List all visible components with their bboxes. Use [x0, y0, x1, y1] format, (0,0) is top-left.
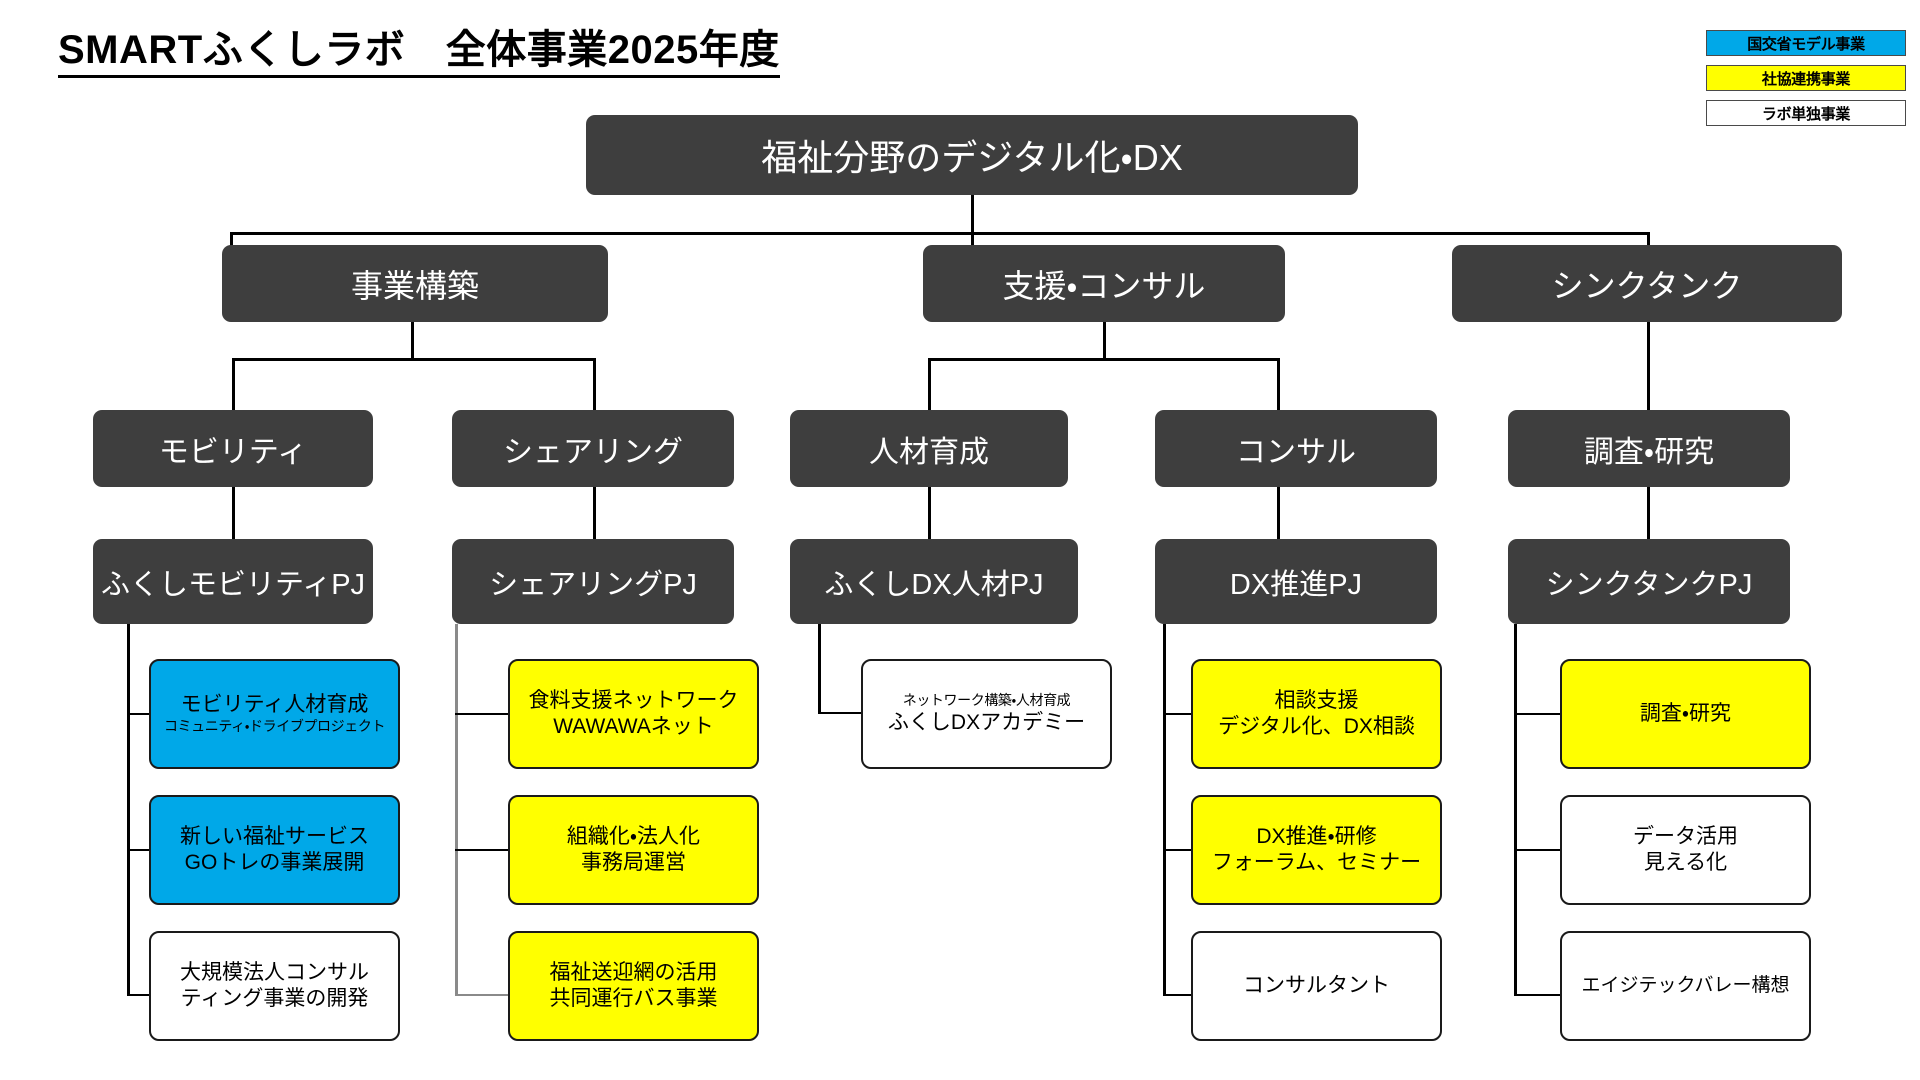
leaf-fukushi-sogei-mo[interactable]: 福祉送迎網の活用 共同運行バス事業: [508, 931, 759, 1041]
leaf-line-1: 調査・研究: [1639, 701, 1732, 725]
connector-p4-stub3: [1163, 994, 1192, 996]
connector-b3-c5: [1647, 322, 1650, 412]
node-sharing[interactable]: シェアリング: [452, 410, 734, 487]
node-shien-consul[interactable]: 支援・コンサル: [923, 245, 1285, 322]
leaf-chosa-kenkyu[interactable]: 調査・研究: [1560, 659, 1811, 769]
connector-p2-stub2: [455, 849, 509, 851]
node-root[interactable]: 福祉分野のデジタル化・DX: [586, 115, 1358, 195]
connector-b2-c4: [1277, 358, 1280, 412]
legend-item-shakyo: 社協連携事業: [1706, 65, 1906, 91]
connector-p2-stub3: [455, 994, 509, 996]
connector-p4-stub2: [1163, 849, 1192, 851]
leaf-line-1: 新しい福祉サービス: [180, 824, 369, 848]
connector-c3-p3: [928, 487, 931, 539]
connector-p5-stub3: [1514, 994, 1561, 996]
leaf-soshikika-hojinka[interactable]: 組織化・法人化 事務局運営: [508, 795, 759, 905]
legend-item-kokkosho: 国交省モデル事業: [1706, 30, 1906, 56]
connector-b1-c1: [232, 358, 235, 412]
leaf-line-2: 事務局運営: [581, 851, 686, 874]
connector-p1-stub1: [127, 713, 150, 715]
node-fukushi-mobility-pj[interactable]: ふくしモビリティPJ: [93, 539, 373, 624]
connector-p2-stub1: [455, 713, 509, 715]
legend-item-lab: ラボ単独事業: [1706, 100, 1906, 126]
connector-p4-spine: [1163, 624, 1166, 996]
node-dx-suishin-pj[interactable]: DX推進PJ: [1155, 539, 1437, 624]
leaf-sodan-shien[interactable]: 相談支援 デジタル化、DX相談: [1191, 659, 1442, 769]
leaf-dx-suishin-kenshu[interactable]: DX推進・研修 フォーラム、セミナー: [1191, 795, 1442, 905]
connector-c2-p2: [593, 487, 596, 539]
node-think-tank[interactable]: シンクタンク: [1452, 245, 1842, 322]
leaf-atarashii-fukushi-service[interactable]: 新しい福祉サービス GOトレの事業展開: [149, 795, 400, 905]
connector-root-bus: [230, 232, 1650, 235]
leaf-daikibo-hojin-consul[interactable]: 大規模法人コンサル ティング事業の開発: [149, 931, 400, 1041]
leaf-line-2: GOトレの事業展開: [184, 851, 365, 874]
leaf-line-2: フォーラム、セミナー: [1211, 851, 1422, 874]
leaf-line-1: モビリティ人材育成: [180, 693, 369, 717]
leaf-line-2: 見える化: [1643, 851, 1728, 874]
node-mobility[interactable]: モビリティ: [93, 410, 373, 487]
leaf-shokuryo-shien-network[interactable]: 食料支援ネットワーク WAWAWAネット: [508, 659, 759, 769]
leaf-line-2: ふくしDXアカデミー: [887, 710, 1086, 734]
connector-b2-bus: [928, 358, 1280, 361]
connector-c4-p4: [1277, 487, 1280, 539]
connector-p3-stub1: [818, 712, 862, 714]
node-consul[interactable]: コンサル: [1155, 410, 1437, 487]
leaf-fukushi-dx-academy[interactable]: ネットワーク構築・人材育成 ふくしDXアカデミー: [861, 659, 1112, 769]
connector-p5-stub1: [1514, 713, 1561, 715]
node-jinzai-ikusei[interactable]: 人材育成: [790, 410, 1068, 487]
leaf-line-1: コンサルタント: [1243, 973, 1390, 997]
leaf-agetech-valley[interactable]: エイジテックバレー構想: [1560, 931, 1811, 1041]
connector-p4-stub1: [1163, 713, 1192, 715]
connector-b1-c2: [593, 358, 596, 412]
page-title: SMARTふくしラボ 全体事業2025年度: [58, 28, 780, 78]
connector-root-down: [971, 195, 974, 234]
connector-p1-spine: [127, 624, 130, 996]
connector-p1-stub3: [127, 994, 150, 996]
leaf-line-1: DX推進・研修: [1256, 824, 1377, 848]
leaf-line-1: 大規模法人コンサル: [180, 960, 369, 984]
connector-p3-spine: [818, 624, 821, 714]
node-jigyo-kochiku[interactable]: 事業構築: [222, 245, 608, 322]
connector-c1-p1: [232, 487, 235, 539]
leaf-line-2: コミュニティ・ドライブプロジェクト: [163, 718, 386, 735]
connector-p1-stub2: [127, 849, 150, 851]
connector-b2-down: [1103, 322, 1106, 360]
leaf-line-1: 食料支援ネットワーク: [528, 688, 739, 712]
leaf-line-1: エイジテックバレー構想: [1581, 975, 1790, 997]
leaf-consultant[interactable]: コンサルタント: [1191, 931, 1442, 1041]
leaf-line-1: 相談支援: [1274, 688, 1359, 712]
connector-b1-bus: [232, 358, 596, 361]
leaf-line-1: ネットワーク構築・人材育成: [902, 692, 1071, 709]
legend: 国交省モデル事業 社協連携事業 ラボ単独事業: [1706, 30, 1906, 135]
leaf-line-1: データ活用: [1633, 824, 1738, 848]
connector-b1-down: [411, 322, 414, 360]
leaf-line-2: WAWAWAネット: [553, 715, 714, 738]
leaf-line-2: デジタル化、DX相談: [1218, 715, 1415, 738]
node-sharing-pj[interactable]: シェアリングPJ: [452, 539, 734, 624]
connector-p5-spine: [1514, 624, 1517, 996]
connector-p5-stub2: [1514, 849, 1561, 851]
node-chosa-kenkyu[interactable]: 調査・研究: [1508, 410, 1790, 487]
connector-c5-p5: [1647, 487, 1650, 539]
leaf-line-2: 共同運行バス事業: [549, 987, 718, 1010]
leaf-line-1: 福祉送迎網の活用: [549, 960, 718, 984]
node-think-tank-pj[interactable]: シンクタンクPJ: [1508, 539, 1790, 624]
connector-b2-c3: [928, 358, 931, 412]
node-fukushi-dx-jinzai-pj[interactable]: ふくしDX人材PJ: [790, 539, 1078, 624]
leaf-line-1: 組織化・法人化: [566, 824, 701, 848]
leaf-mobility-jinzai-ikusei[interactable]: モビリティ人材育成 コミュニティ・ドライブプロジェクト: [149, 659, 400, 769]
leaf-line-2: ティング事業の開発: [180, 987, 369, 1010]
connector-p2-spine: [455, 624, 458, 996]
leaf-data-katsuyo[interactable]: データ活用 見える化: [1560, 795, 1811, 905]
